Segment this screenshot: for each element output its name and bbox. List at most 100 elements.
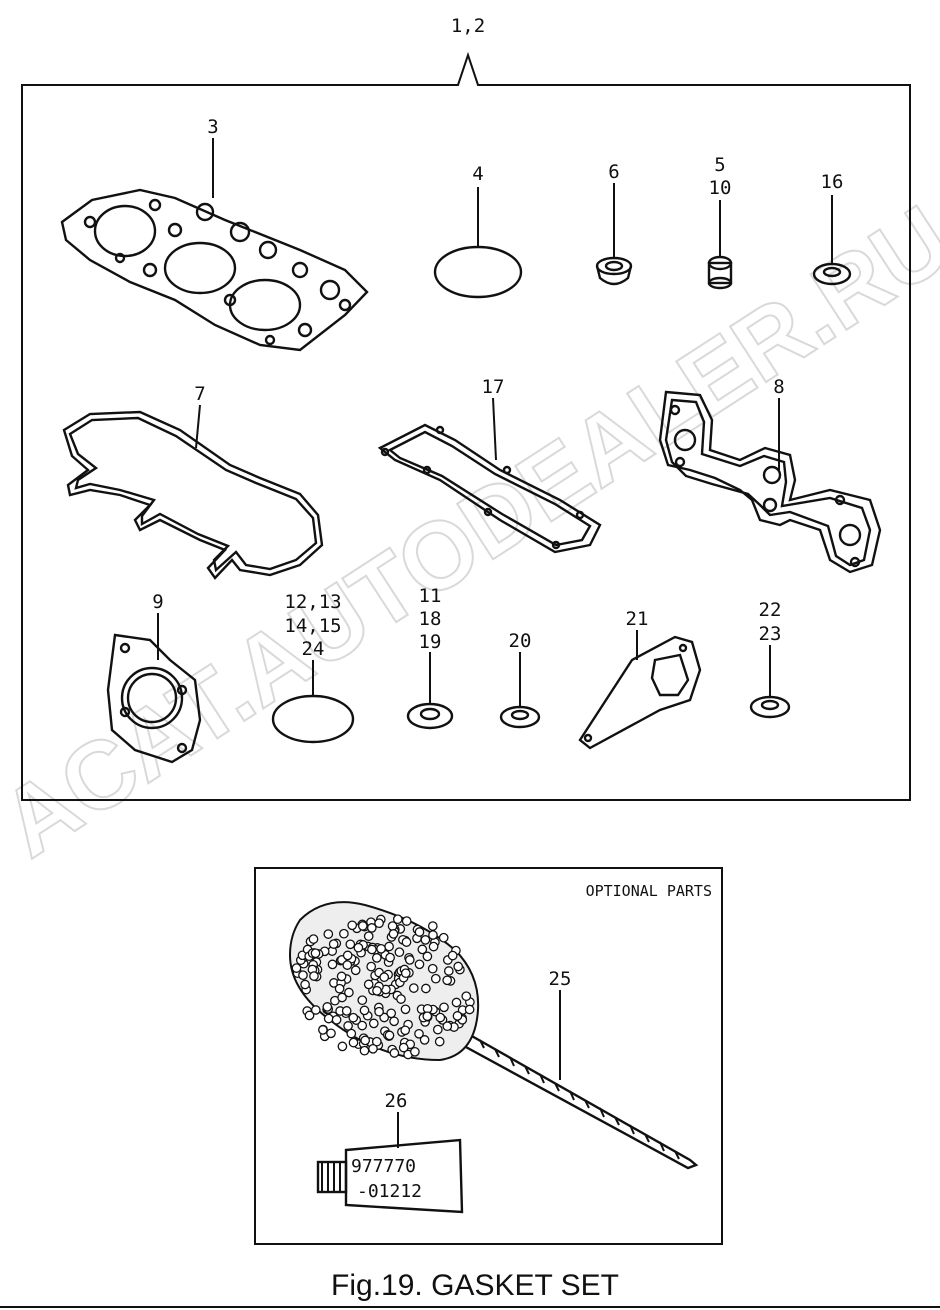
bristle [438,932,449,943]
bristle [367,944,377,955]
bristle [300,979,310,990]
bristle [310,948,321,959]
bristle [443,966,454,976]
part-label-20: 20 [509,630,532,652]
rocker-cover-gasket-7 [62,410,324,580]
bristle [372,985,382,996]
bristle [398,1042,409,1053]
bristle [359,1005,370,1016]
bristle [379,972,390,983]
tube-code-line1: 977770 [351,1156,416,1177]
part-label-3: 3 [207,116,218,138]
bristle [430,973,441,984]
part-label-14-15: 14,15 [284,615,341,637]
bristle [342,960,353,970]
bristle [410,1046,420,1057]
washer-20 [499,705,541,729]
intake-manifold-gasket-17 [377,423,602,554]
bristle [310,1005,321,1015]
main-frame [21,51,911,801]
bristle [404,955,415,965]
bristle [464,1004,475,1015]
optional-parts-title: OPTIONAL PARTS [586,882,712,900]
bristle [371,953,382,963]
bristle [342,950,353,961]
bristle [323,1013,334,1024]
part-label-16: 16 [821,171,844,193]
bristle [337,1041,348,1052]
sealant-tube-26: 977770 -01212 [316,1138,464,1214]
valve-stem-seal-5-10 [707,255,733,290]
bristle [353,942,364,953]
group-label: 1,2 [451,15,485,37]
bristle [453,961,464,972]
cover-gasket-21 [578,635,702,750]
bristle [428,930,438,940]
cylinder-head-gasket [60,188,369,352]
bristle [331,1014,342,1025]
washer-11-18-19 [406,702,454,730]
part-label-17: 17 [482,376,505,398]
bristle [360,1035,371,1046]
bristle [334,983,345,994]
bristle [384,941,394,952]
bristle [392,914,403,925]
flange-gasket-9 [106,633,202,764]
bristle [291,963,302,973]
bristle [389,1048,400,1058]
bristle [309,971,319,981]
bristle [357,921,368,931]
bristle [442,1021,453,1032]
bristle [357,995,368,1006]
bristle [428,941,439,952]
part-label-21: 21 [626,608,649,630]
cleaning-brush-25 [288,901,699,1170]
o-ring-4 [433,245,523,299]
bristle [341,1006,352,1016]
part-label-10: 10 [709,177,732,199]
bristle [385,952,395,963]
bristle [414,927,425,937]
bristle [388,929,399,939]
bristle [434,1036,445,1047]
part-label-19: 19 [419,631,442,653]
bristle [400,968,411,979]
bristle [368,1043,378,1054]
part-label-12-13: 12,13 [284,591,341,613]
optional-parts-panel [254,867,723,1245]
bristle [344,987,354,998]
bristle [363,979,374,990]
bristle [374,1006,384,1017]
bristle [348,1037,359,1048]
bristle [368,1018,379,1029]
part-label-9: 9 [152,591,163,613]
part-label-4: 4 [472,163,483,185]
tube-code-line2: -01212 [357,1181,422,1202]
bristle [327,959,338,970]
bristle [336,971,347,982]
bristle [359,1045,370,1056]
bristle [357,1020,368,1031]
part-label-8: 8 [773,376,784,398]
bristle [366,961,377,972]
bristle [396,994,406,1004]
bristle [366,923,377,933]
bristle [350,965,361,976]
bristle [326,1028,336,1039]
bristle [420,935,431,945]
bristle [304,1010,315,1021]
part-label-24: 24 [302,638,325,660]
bristle [384,1030,395,1041]
bristle [422,951,433,962]
bristle [442,975,453,986]
bristle [298,970,308,981]
bristle [439,1002,449,1013]
bristle [427,963,438,974]
part-label-26: 26 [385,1090,408,1112]
bristle [363,931,374,942]
bristle [401,937,412,947]
part-label-7: 7 [194,383,205,405]
part-label-23: 23 [759,623,782,645]
bristle [401,916,412,926]
bristle [386,1008,397,1019]
